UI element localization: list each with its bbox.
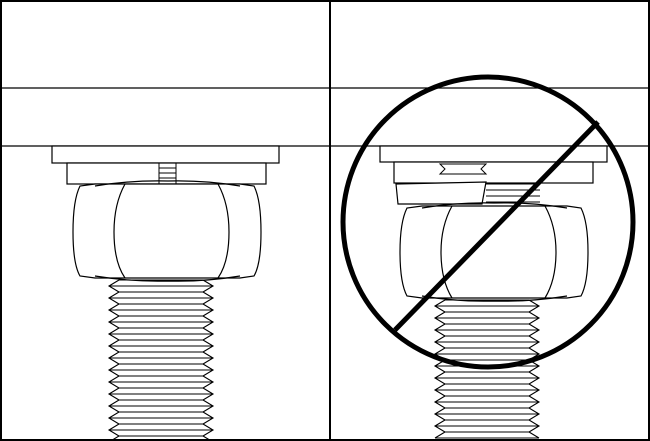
panel-incorrect [340,74,636,439]
washer-icon [51,145,280,164]
lock-washer [393,161,594,184]
panel-correct [51,145,280,441]
thread-edge [201,279,215,441]
thread-edge [107,279,121,441]
bolt-thread-icon [433,299,541,439]
thread-edge [527,299,541,439]
bolt-thread-icon [107,279,215,441]
misaligned-washer [395,181,487,205]
hex-nut-icon [72,180,262,282]
prohibition-icon [340,74,636,370]
hex-nut-icon [399,202,589,302]
thread-edge [433,299,447,439]
